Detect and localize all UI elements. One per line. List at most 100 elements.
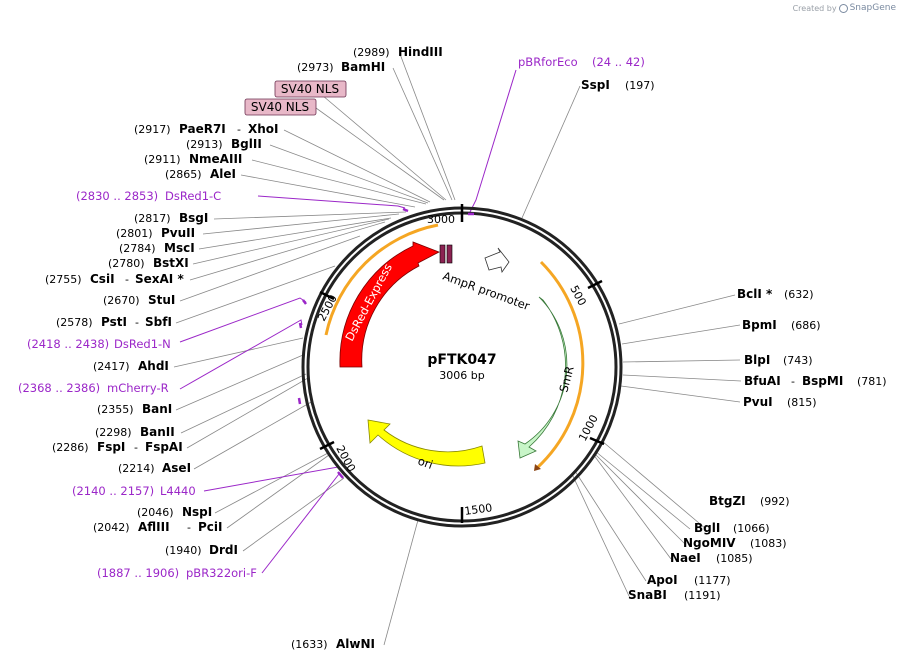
primer-pbrforeco-range: (24 .. 42) bbox=[592, 55, 645, 69]
site-hindiii-name: HindIII bbox=[398, 45, 443, 59]
site-psti-name: PstI bbox=[101, 315, 127, 329]
site-ngomiv-name: NgoMIV bbox=[683, 536, 736, 550]
site-afliii-name: AflIII bbox=[138, 520, 170, 534]
primer-dsred1n-name: DsRed1-N bbox=[114, 337, 171, 351]
site-paer7i-name: PaeR7I bbox=[179, 122, 226, 136]
site-csii-name: CsiI bbox=[90, 272, 115, 286]
site-csii-pos: (2755) bbox=[45, 273, 82, 286]
site-paer7i-sep: - bbox=[237, 123, 241, 136]
site-nmeaiii-name: NmeAIII bbox=[189, 152, 242, 166]
site-bcli-name: BclI * bbox=[737, 287, 773, 301]
site-pvuii-pos: (2801) bbox=[116, 227, 153, 240]
site-pvui-pos: (815) bbox=[787, 396, 817, 409]
site-sexai-name: SexAI * bbox=[135, 272, 184, 286]
site-banii-name: BanII bbox=[140, 425, 175, 439]
site-ahdi-name: AhdI bbox=[138, 359, 169, 373]
snapgene-logo-icon bbox=[838, 3, 848, 13]
site-apoi-name: ApoI bbox=[647, 573, 678, 587]
site-bglii-name: BglII bbox=[231, 137, 262, 151]
site-asei-pos: (2214) bbox=[118, 462, 155, 475]
site-msci-name: MscI bbox=[164, 241, 195, 255]
site-nspi-name: NspI bbox=[182, 505, 212, 519]
site-xhoi-name: XhoI bbox=[248, 122, 279, 136]
site-alwni-pos: (1633) bbox=[291, 638, 328, 651]
primer-dsred1c-name: DsRed1-C bbox=[165, 189, 221, 203]
site-ngomiv-pos: (1083) bbox=[750, 537, 787, 550]
smr-label: SmR bbox=[556, 365, 576, 394]
right-site-labels: SspI (197) BclI * (632) BpmI (686) BlpI … bbox=[581, 78, 887, 602]
primer-pbr322orif-name: pBR322ori-F bbox=[186, 566, 257, 580]
site-snabi-name: SnaBI bbox=[628, 588, 667, 602]
primer-l4440-range: (2140 .. 2157) bbox=[72, 484, 154, 498]
primer-pbrforeco-name: pBRforEco bbox=[518, 55, 578, 69]
primer-mcherryr-range: (2368 .. 2386) bbox=[18, 381, 100, 395]
site-bspmi-name: BspMI bbox=[802, 374, 843, 388]
site-stui-name: StuI bbox=[148, 293, 175, 307]
site-btgzi-pos: (992) bbox=[760, 495, 790, 508]
site-pvuii-name: PvuII bbox=[161, 226, 195, 240]
site-bsgi-name: BsgI bbox=[179, 211, 208, 225]
site-naei-name: NaeI bbox=[670, 551, 701, 565]
site-fspi-pos: (2286) bbox=[52, 441, 89, 454]
site-asei-name: AseI bbox=[162, 461, 191, 475]
site-bcli-pos: (632) bbox=[784, 288, 814, 301]
site-ahdi-pos: (2417) bbox=[93, 360, 130, 373]
site-naei-pos: (1085) bbox=[716, 552, 753, 565]
primer-dsred1c-range: (2830 .. 2853) bbox=[76, 189, 158, 203]
site-alwni-name: AlwNI bbox=[336, 637, 375, 651]
site-alei-pos: (2865) bbox=[165, 168, 202, 181]
ampr-promoter-label: AmpR promoter bbox=[441, 269, 532, 314]
site-fspi-sep: - bbox=[134, 441, 138, 454]
site-afliii-pos: (2042) bbox=[93, 521, 130, 534]
tick-marks bbox=[319, 204, 605, 523]
site-msci-pos: (2784) bbox=[119, 242, 156, 255]
site-pcii-name: PciI bbox=[198, 520, 223, 534]
tick-label-3000: 3000 bbox=[427, 213, 455, 226]
site-hindiii-pos: (2989) bbox=[353, 46, 390, 59]
watermark-created-by: Created by bbox=[792, 3, 837, 13]
site-bani-pos: (2355) bbox=[97, 403, 134, 416]
smr-feature bbox=[517, 296, 568, 459]
site-fspai-name: FspAI bbox=[145, 440, 183, 454]
site-bglii-pos: (2913) bbox=[186, 138, 223, 151]
sv40-nls-label-2: SV40 NLS bbox=[251, 100, 309, 114]
site-connector-lines bbox=[173, 53, 742, 646]
site-csii-sep: - bbox=[125, 273, 129, 286]
snapgene-watermark: Created by SnapGene bbox=[793, 3, 896, 13]
primer-dsred1n-range: (2418 .. 2438) bbox=[27, 337, 109, 351]
tick-label-1500: 1500 bbox=[464, 501, 494, 518]
sv40-nls-label-1: SV40 NLS bbox=[281, 82, 339, 96]
ori-feature bbox=[367, 419, 486, 467]
site-bamhi-pos: (2973) bbox=[297, 61, 334, 74]
site-bfuai-sep: - bbox=[791, 375, 795, 388]
primer-labels: pBRforEco (24 .. 42) (2830 .. 2853) DsRe… bbox=[18, 55, 645, 580]
sv40-nls-marker-1 bbox=[439, 244, 446, 264]
left-site-labels: (2989) HindIII (2973) BamHI (2917) PaeR7… bbox=[45, 45, 443, 651]
primer-l4440-name: L4440 bbox=[160, 484, 196, 498]
site-bpmi-pos: (686) bbox=[791, 319, 821, 332]
site-psti-sep: - bbox=[135, 316, 139, 329]
watermark-brand: SnapGene bbox=[849, 3, 896, 13]
site-apoi-pos: (1177) bbox=[694, 574, 731, 587]
site-nmeaiii-pos: (2911) bbox=[144, 153, 181, 166]
primer-markers bbox=[297, 207, 474, 479]
smr-orange-arc bbox=[535, 260, 585, 470]
site-drdi-name: DrdI bbox=[209, 543, 238, 557]
site-bfuai-pos: (781) bbox=[857, 375, 887, 388]
site-bstxi-name: BstXI bbox=[153, 256, 189, 270]
site-blpi-name: BlpI bbox=[744, 353, 770, 367]
site-pvui-name: PvuI bbox=[743, 395, 773, 409]
site-snabi-pos: (1191) bbox=[684, 589, 721, 602]
dsred-express-feature bbox=[339, 241, 440, 368]
site-banii-pos: (2298) bbox=[95, 426, 132, 439]
site-bfuai-name: BfuAI bbox=[744, 374, 781, 388]
site-paer7i-pos: (2917) bbox=[134, 123, 171, 136]
sv40-nls-box-2 bbox=[244, 98, 317, 116]
primer-pbr322orif-range: (1887 .. 1906) bbox=[97, 566, 179, 580]
site-btgzi-name: BtgZI bbox=[709, 494, 746, 508]
site-blpi-pos: (743) bbox=[783, 354, 813, 367]
site-bpmi-name: BpmI bbox=[742, 318, 777, 332]
site-bani-name: BanI bbox=[142, 402, 172, 416]
site-bstxi-pos: (2780) bbox=[108, 257, 145, 270]
